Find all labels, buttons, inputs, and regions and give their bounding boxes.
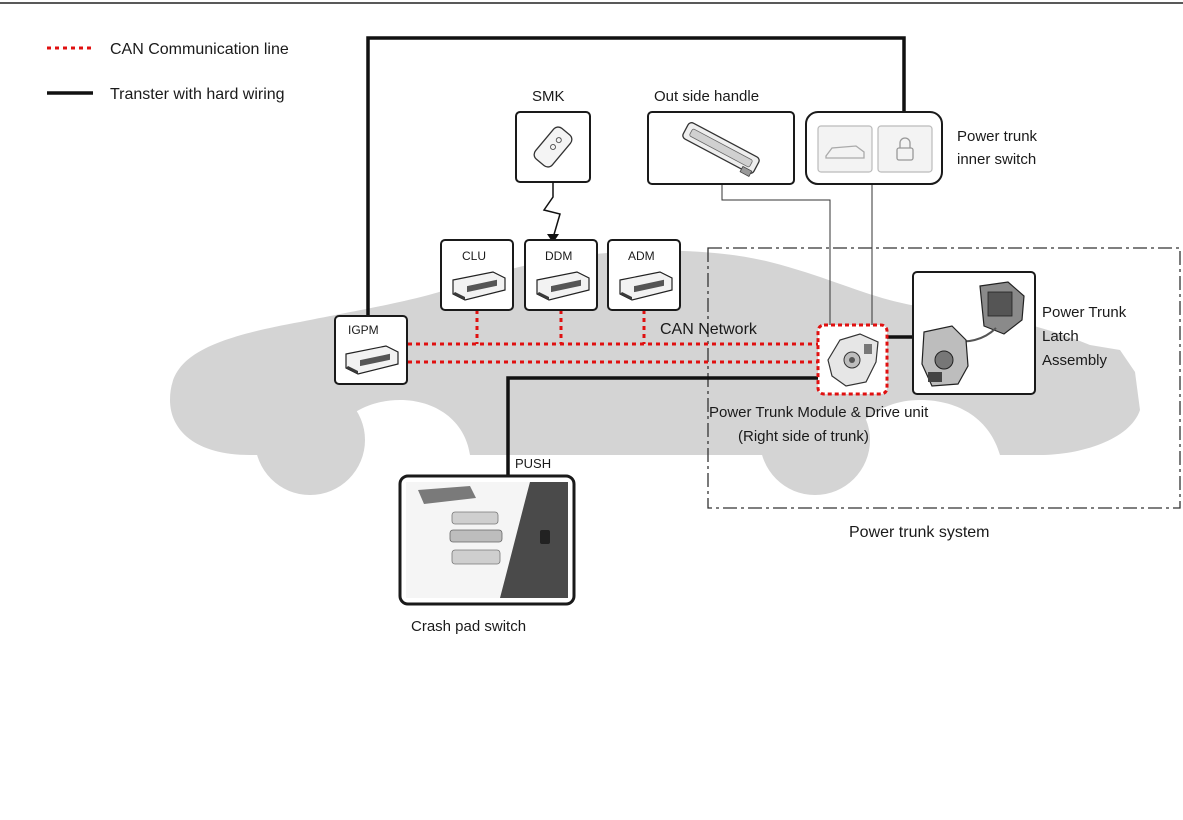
- switch-middle: [449, 529, 503, 543]
- outside-handle-label: Out side handle: [654, 88, 759, 105]
- adm-unit: ADM: [607, 239, 681, 311]
- legend-can-label: CAN Communication line: [110, 41, 289, 58]
- ddm-unit: DDM: [524, 239, 598, 311]
- clu-ecu-icon: [452, 271, 506, 301]
- wire-crash-pad-module: [506, 376, 818, 478]
- smk-label: SMK: [532, 88, 565, 105]
- igpm-unit: IGPM: [334, 315, 408, 385]
- latch-label-1: Power Trunk: [1042, 304, 1127, 321]
- clu-label: CLU: [462, 249, 486, 263]
- car-silhouette: [170, 250, 1140, 455]
- igpm-label: IGPM: [348, 323, 379, 337]
- ddm-label: DDM: [545, 249, 572, 263]
- trunk-lock-button: [877, 125, 933, 173]
- wire-handle-module: [721, 184, 831, 325]
- module-label-2: (Right side of trunk): [738, 428, 869, 445]
- drive-unit-icon: [827, 333, 879, 387]
- latch-label-3: Assembly: [1042, 352, 1108, 369]
- latch-mechanism-icon: [921, 281, 1025, 387]
- trunk-open-button: [817, 125, 873, 173]
- can-network-label: CAN Network: [660, 321, 758, 338]
- latch-assembly-unit: Power Trunk Latch Assembly: [912, 271, 1127, 395]
- side-button: [540, 530, 550, 544]
- signal-arrowhead: [547, 234, 559, 243]
- legend: CAN Communication line Transter with har…: [47, 41, 289, 103]
- inner-switch-label-1: Power trunk: [957, 128, 1038, 145]
- switch-top: [451, 511, 499, 525]
- ddm-ecu-icon: [536, 271, 590, 301]
- crash-pad-photo: [406, 482, 568, 598]
- smart-key-icon: [533, 126, 573, 168]
- clu-unit: CLU: [440, 239, 514, 311]
- outside-handle-unit: Out side handle: [647, 88, 795, 185]
- can-network: CAN Network: [408, 310, 818, 364]
- switch-bottom: [451, 549, 501, 565]
- adm-label: ADM: [628, 249, 655, 263]
- inner-switch-unit: Power trunk inner switch: [805, 111, 1038, 185]
- car-rear-wheel: [760, 385, 870, 495]
- wire-igpm-inner-switch: [366, 36, 906, 323]
- push-label: PUSH: [515, 456, 551, 471]
- system-label: Power trunk system: [849, 524, 989, 541]
- door-handle-icon: [682, 122, 760, 177]
- adm-ecu-icon: [619, 271, 673, 301]
- crash-pad-label: Crash pad switch: [411, 618, 526, 635]
- module-label-1: Power Trunk Module & Drive unit: [709, 404, 929, 421]
- car-front-wheel: [255, 385, 365, 495]
- lock-icon: [896, 137, 914, 161]
- latch-label-2: Latch: [1042, 328, 1079, 345]
- power-trunk-module: [816, 323, 889, 396]
- crash-pad-switch-unit: Crash pad switch: [398, 474, 576, 635]
- smk-unit: SMK: [515, 88, 591, 243]
- legend-hard-label: Transter with hard wiring: [110, 86, 285, 103]
- wireless-signal-line: [542, 182, 561, 239]
- igpm-ecu-icon: [345, 345, 399, 375]
- inner-switch-label-2: inner switch: [957, 151, 1036, 168]
- car-trunk-icon: [825, 145, 865, 159]
